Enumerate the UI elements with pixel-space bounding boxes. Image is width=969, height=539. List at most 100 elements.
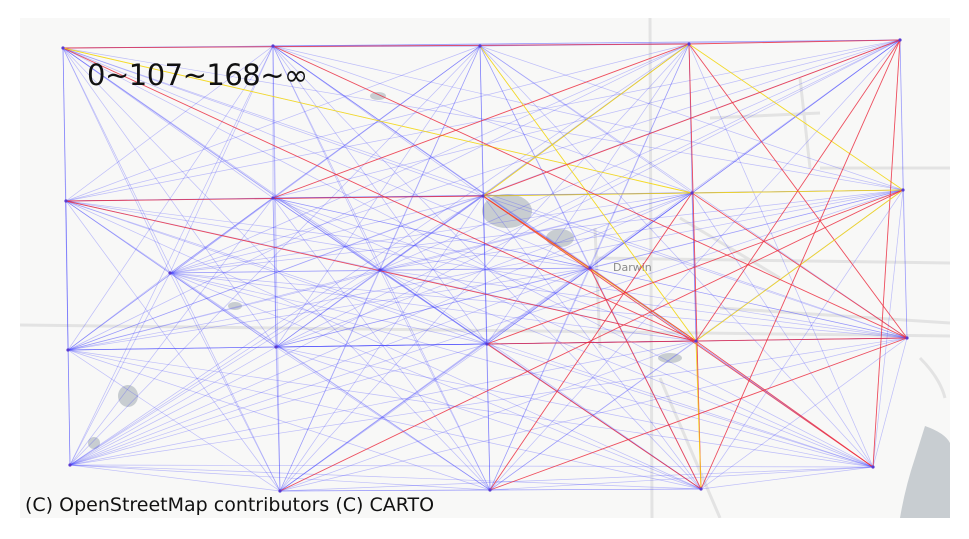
node-C5[interactable] (905, 336, 909, 340)
edge-C5-M1 (169, 272, 908, 339)
edge-C5-D4 (700, 337, 908, 490)
edge-B1-C5 (65, 200, 908, 339)
edge-C4-D2 (279, 340, 697, 492)
edge-high-B5-C4 (695, 189, 904, 342)
edge-mid-D4-A5 (700, 39, 901, 490)
node-D2[interactable] (278, 489, 282, 493)
node-B2[interactable] (271, 196, 275, 200)
network-edges (62, 39, 908, 492)
edge-D3-D4 (489, 488, 702, 491)
edge-C4-D1 (69, 340, 697, 466)
edge-A5-M3 (589, 39, 901, 269)
edge-mid-B3-M3 (482, 195, 591, 269)
road-layer (20, 18, 950, 518)
node-A1[interactable] (61, 46, 65, 50)
road (918, 356, 947, 399)
edge-B1-D4 (65, 200, 702, 490)
edge-C2-M3 (275, 267, 591, 348)
edge-mid-A4-B2 (272, 43, 690, 199)
edge-mid-A5-B3 (482, 39, 901, 197)
edge-D3-M2 (379, 269, 491, 491)
edge-B5-M2 (379, 189, 904, 271)
node-B3[interactable] (481, 194, 485, 198)
edge-D2-M1 (169, 272, 281, 492)
node-A5[interactable] (898, 38, 902, 42)
lake (658, 353, 682, 363)
node-A4[interactable] (687, 42, 691, 46)
edge-C3-M2 (379, 269, 488, 345)
edge-A2-D4 (272, 45, 702, 490)
edge-D1-M3 (69, 267, 591, 466)
edge-D2-M2 (279, 269, 381, 492)
edge-D3-M1 (169, 272, 491, 491)
edge-C4-M1 (169, 272, 697, 342)
node-A2[interactable] (271, 44, 275, 48)
node-M1[interactable] (168, 271, 172, 275)
node-C4[interactable] (694, 339, 698, 343)
edge-M1-M2 (169, 269, 381, 274)
lake (228, 302, 242, 310)
lake (118, 385, 138, 407)
network-nodes (61, 38, 909, 493)
edge-B1-M3 (65, 200, 591, 269)
edge-A1-D5 (62, 47, 874, 468)
edge-C1-D4 (67, 349, 702, 490)
node-B1[interactable] (64, 199, 68, 203)
edge-D1-M1 (69, 272, 171, 466)
node-D1[interactable] (68, 463, 72, 467)
edge-A2-M1 (169, 45, 274, 274)
edge-mid-C4-D5 (695, 340, 874, 468)
edge-mid-B4-D3 (489, 192, 693, 491)
node-D3[interactable] (488, 488, 492, 492)
edge-B4-C2 (275, 192, 693, 348)
edge-D2-D5 (279, 466, 874, 492)
lake (900, 426, 950, 518)
edge-C3-D2 (279, 343, 488, 492)
edge-A4-D1 (69, 43, 690, 466)
map-canvas[interactable]: Darwin 0~107~168~∞ (20, 18, 950, 518)
edge-B2-D1 (69, 197, 274, 466)
lake (370, 92, 386, 100)
edge-B5-D5 (872, 189, 904, 468)
edge-A5-D2 (279, 39, 901, 492)
edge-A3-B1 (65, 45, 481, 202)
edge-mid-M3-D4 (589, 267, 702, 490)
edge-B1-D5 (65, 200, 874, 468)
edge-A1-M3 (62, 47, 591, 269)
edge-B1-C3 (65, 200, 488, 345)
edge-A4-D5 (688, 43, 874, 468)
edge-A1-M1 (62, 47, 171, 274)
edge-A3-D1 (69, 45, 481, 466)
node-M2[interactable] (378, 268, 382, 272)
node-C3[interactable] (485, 342, 489, 346)
edge-mid-B5-C3 (486, 189, 904, 345)
edge-C1-D5 (67, 349, 874, 468)
edge-C1-M2 (67, 269, 381, 351)
node-D5[interactable] (871, 465, 875, 469)
lake (482, 194, 532, 228)
edge-B5-C5 (902, 189, 908, 339)
edge-A1-B1 (62, 47, 67, 202)
node-B5[interactable] (901, 188, 905, 192)
node-M3[interactable] (588, 266, 592, 270)
node-A3[interactable] (478, 44, 482, 48)
edge-A1-B3 (62, 47, 484, 197)
edge-B4-M3 (589, 192, 693, 269)
map-attribution: (C) OpenStreetMap contributors (C) CARTO (25, 494, 435, 516)
node-C2[interactable] (274, 345, 278, 349)
edge-A2-D2 (272, 45, 281, 492)
edge-A3-C2 (275, 45, 481, 348)
edge-A2-A5 (272, 39, 901, 47)
edge-B5-M3 (589, 189, 904, 269)
road (719, 306, 950, 325)
edge-D2-M3 (279, 267, 591, 492)
edge-B2-C4 (272, 197, 697, 342)
edge-high-B3-A4 (482, 43, 690, 197)
node-B4[interactable] (690, 191, 694, 195)
node-C1[interactable] (66, 348, 70, 352)
edge-A2-M3 (272, 45, 591, 269)
edge-C5-D5 (872, 337, 908, 468)
node-D4[interactable] (699, 487, 703, 491)
edge-D5-M2 (379, 269, 874, 468)
edge-A4-D2 (279, 43, 690, 492)
